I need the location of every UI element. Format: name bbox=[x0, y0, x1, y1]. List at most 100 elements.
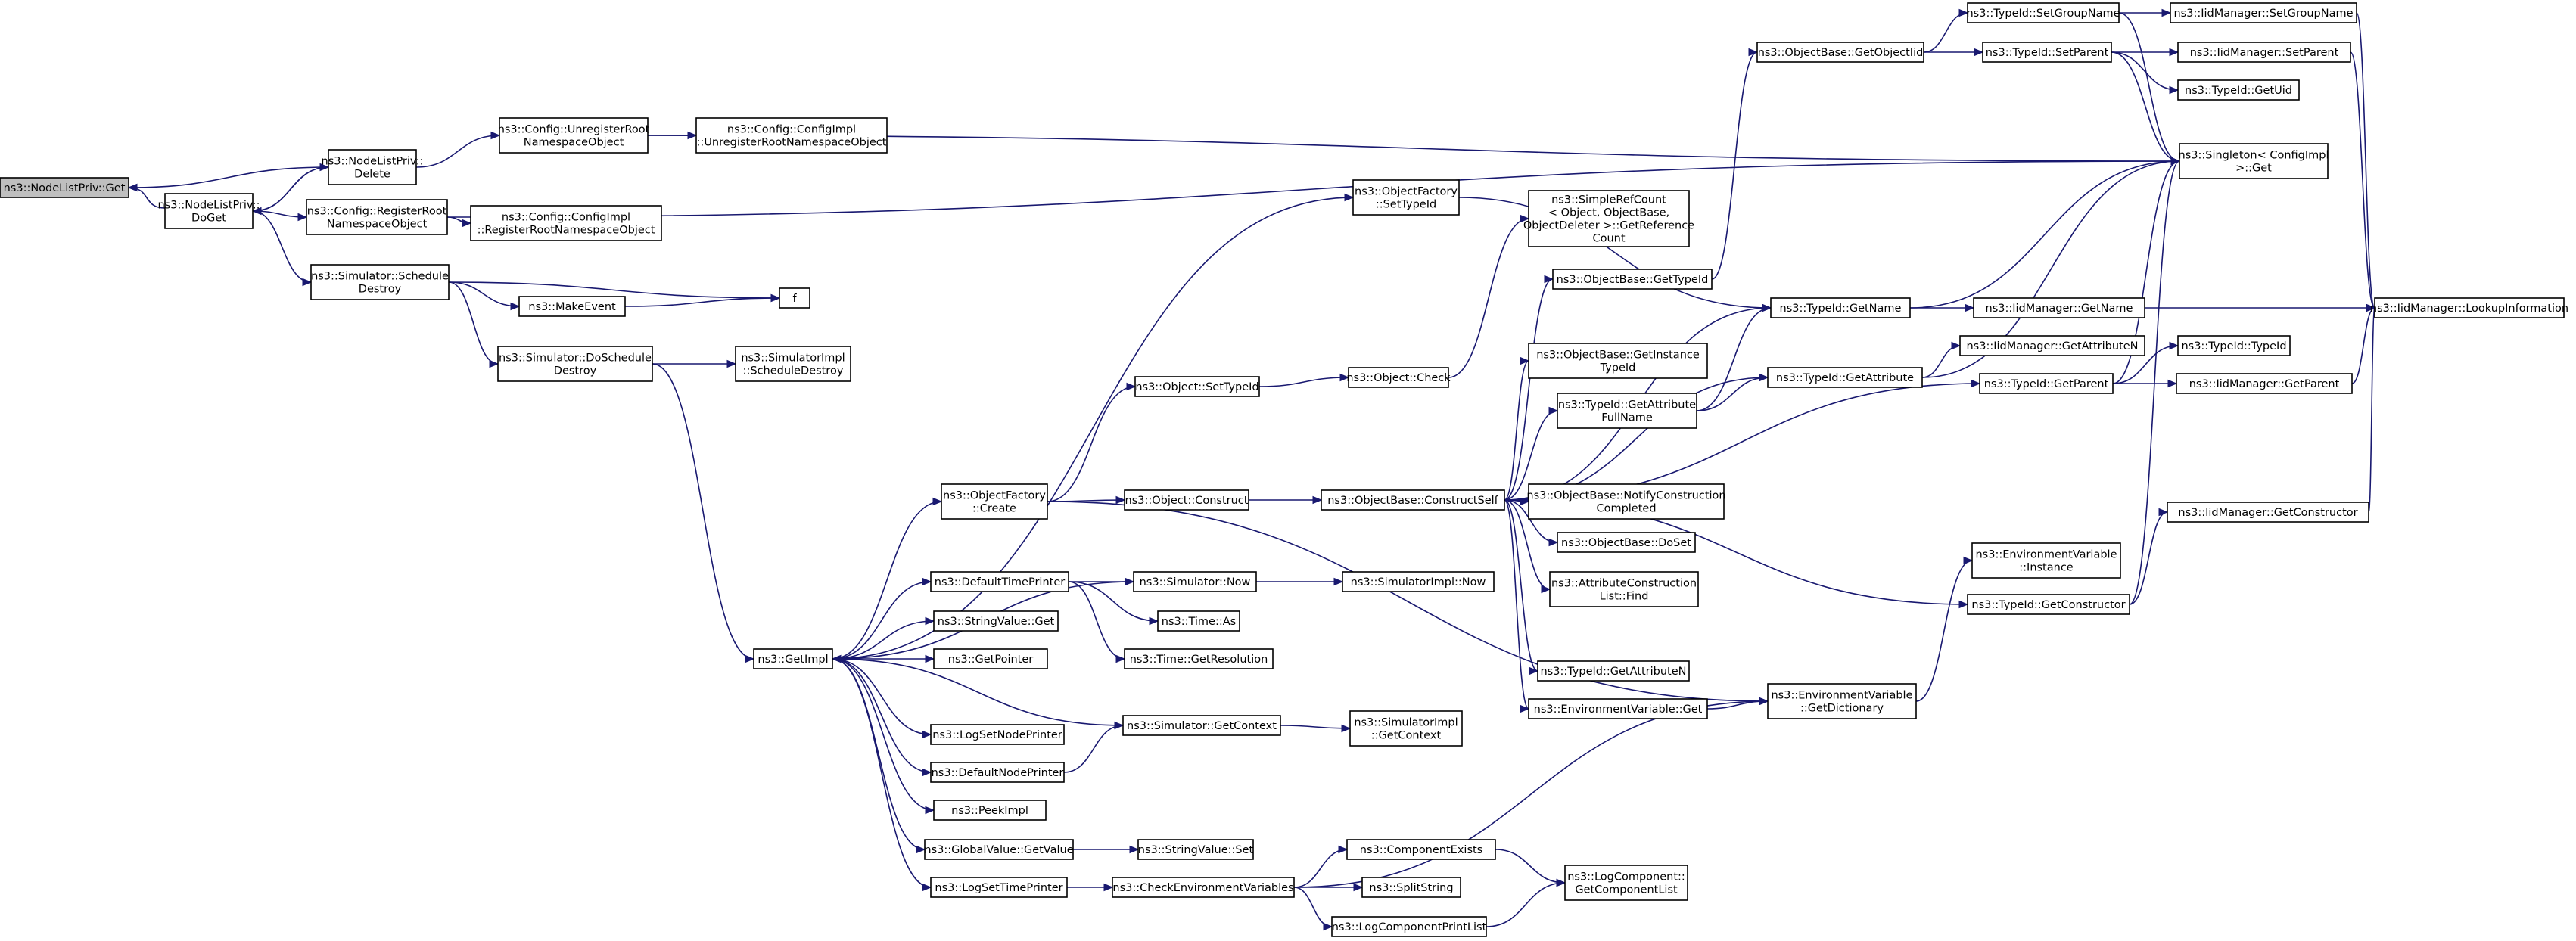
node-objconstruct[interactable]: ns3::Object::Construct bbox=[1124, 489, 1249, 511]
node-box-obnotify[interactable] bbox=[1528, 483, 1725, 520]
node-box-iidsetparent[interactable] bbox=[2177, 42, 2351, 63]
node-simnow[interactable]: ns3::Simulator::Now bbox=[1133, 571, 1257, 592]
node-obgettypeid[interactable]: ns3::ObjectBase::GetTypeId bbox=[1552, 269, 1713, 290]
node-box-implunreg[interactable] bbox=[695, 117, 888, 154]
node-simimplsched[interactable]: ns3::SimulatorImpl::ScheduleDestroy bbox=[735, 346, 851, 382]
node-box-strvalset[interactable] bbox=[1137, 839, 1254, 860]
node-box-ofsettypeid[interactable] bbox=[1352, 179, 1460, 216]
node-iidsetgroupname[interactable]: ns3::IidManager::SetGroupName bbox=[2170, 2, 2357, 23]
node-box-tigetuid[interactable] bbox=[2177, 79, 2300, 101]
node-simimplnow[interactable]: ns3::SimulatorImpl::Now bbox=[1342, 571, 1495, 592]
node-box-delete[interactable] bbox=[328, 149, 417, 185]
node-tigetuid[interactable]: ns3::TypeId::GetUid bbox=[2177, 79, 2300, 101]
node-box-regroot[interactable] bbox=[306, 199, 448, 235]
node-getpointer[interactable]: ns3::GetPointer bbox=[933, 648, 1048, 669]
node-box-tisetgroupname[interactable] bbox=[1967, 2, 2120, 23]
node-box-simimplnow[interactable] bbox=[1342, 571, 1495, 592]
node-box-obdoset[interactable] bbox=[1557, 532, 1696, 553]
node-box-logsetnodeprinter[interactable] bbox=[930, 724, 1065, 745]
node-box-getroot[interactable] bbox=[0, 177, 129, 198]
node-box-iidsetgroupname[interactable] bbox=[2170, 2, 2357, 23]
node-tigetattrn[interactable]: ns3::TypeId::GetAttributeN bbox=[1537, 660, 1690, 682]
node-box-doget[interactable] bbox=[164, 193, 254, 229]
node-box-envdict[interactable] bbox=[1767, 683, 1917, 719]
node-box-iidlookup[interactable] bbox=[2374, 297, 2565, 318]
node-box-getimpl[interactable] bbox=[753, 648, 833, 669]
node-tigetparent[interactable]: ns3::TypeId::GetParent bbox=[1979, 373, 2114, 394]
node-box-singleton[interactable] bbox=[2179, 143, 2329, 179]
node-box-obgettypeid[interactable] bbox=[1552, 269, 1713, 290]
node-iidgetconstructor[interactable]: ns3::IidManager::GetConstructor bbox=[2167, 502, 2369, 523]
node-tigetattr[interactable]: ns3::TypeId::GetAttribute bbox=[1767, 367, 1923, 388]
node-obdoset[interactable]: ns3::ObjectBase::DoSet bbox=[1557, 532, 1696, 553]
node-timeas[interactable]: ns3::Time::As bbox=[1157, 610, 1240, 632]
node-box-logcompprintlist[interactable] bbox=[1331, 916, 1487, 937]
node-box-simplerefcount[interactable] bbox=[1528, 190, 1690, 247]
node-timegetres[interactable]: ns3::Time::GetResolution bbox=[1124, 648, 1274, 669]
node-box-logsettimeprinter[interactable] bbox=[930, 877, 1068, 898]
node-box-iidgetconstructor[interactable] bbox=[2167, 502, 2369, 523]
node-box-doschedestroy[interactable] bbox=[497, 346, 653, 382]
node-box-tigetattr[interactable] bbox=[1767, 367, 1923, 388]
node-box-iidgetattrn[interactable] bbox=[1959, 335, 2145, 356]
node-box-deftimeprinter[interactable] bbox=[930, 571, 1069, 592]
node-box-strvalget[interactable] bbox=[933, 610, 1059, 632]
node-singleton[interactable]: ns3::Singleton< ConfigImpl >::Get bbox=[2179, 143, 2329, 179]
node-ofsettypeid[interactable]: ns3::ObjectFactory::SetTypeId bbox=[1352, 179, 1460, 216]
node-logcompgetlist[interactable]: ns3::LogComponent::GetComponentList bbox=[1564, 865, 1688, 901]
node-iidgetname[interactable]: ns3::IidManager::GetName bbox=[1973, 297, 2145, 318]
node-splitstring[interactable]: ns3::SplitString bbox=[1361, 877, 1461, 898]
node-box-unregroot[interactable] bbox=[499, 117, 649, 154]
node-box-iidgetparent[interactable] bbox=[2176, 373, 2353, 394]
node-box-simnow[interactable] bbox=[1133, 571, 1257, 592]
node-box-timeas[interactable] bbox=[1157, 610, 1240, 632]
node-peekimpl[interactable]: ns3::PeekImpl bbox=[933, 800, 1047, 821]
node-box-schedestroy[interactable] bbox=[310, 264, 450, 300]
node-gvgetvalue[interactable]: ns3::GlobalValue::GetValue bbox=[924, 839, 1074, 860]
node-box-makeevent[interactable] bbox=[518, 296, 626, 317]
node-box-tigetparent[interactable] bbox=[1979, 373, 2114, 394]
node-ofcreate[interactable]: ns3::ObjectFactory::Create bbox=[941, 483, 1048, 520]
node-defnodeprinter[interactable]: ns3::DefaultNodePrinter bbox=[930, 762, 1065, 783]
node-tigetconstructor[interactable]: ns3::TypeId::GetConstructor bbox=[1967, 594, 2130, 615]
node-box-acfind[interactable] bbox=[1549, 571, 1699, 607]
node-logcompprintlist[interactable]: ns3::LogComponentPrintList bbox=[1331, 916, 1487, 937]
node-logsetnodeprinter[interactable]: ns3::LogSetNodePrinter bbox=[930, 724, 1065, 745]
node-getroot[interactable]: ns3::NodeListPriv::Get bbox=[0, 177, 129, 198]
node-box-tigetattrfull[interactable] bbox=[1557, 393, 1697, 429]
node-box-tigetattrn[interactable] bbox=[1537, 660, 1690, 682]
node-box-obgetinstance[interactable] bbox=[1528, 343, 1708, 379]
node-box-simimplsched[interactable] bbox=[735, 346, 851, 382]
node-tigetname[interactable]: ns3::TypeId::GetName bbox=[1770, 297, 1911, 318]
node-f[interactable]: f bbox=[779, 287, 810, 309]
node-box-ofcreate[interactable] bbox=[941, 483, 1048, 520]
node-box-getpointer[interactable] bbox=[933, 648, 1048, 669]
node-envget[interactable]: ns3::EnvironmentVariable::Get bbox=[1528, 698, 1708, 719]
node-makeevent[interactable]: ns3::MakeEvent bbox=[518, 296, 626, 317]
node-implreg[interactable]: ns3::Config::ConfigImpl::RegisterRootNam… bbox=[470, 205, 662, 241]
node-box-objconstruct[interactable] bbox=[1124, 489, 1249, 511]
node-box-logcompgetlist[interactable] bbox=[1564, 865, 1688, 901]
node-getimpl[interactable]: ns3::GetImpl bbox=[753, 648, 833, 669]
node-box-simgetcontext[interactable] bbox=[1122, 715, 1281, 736]
node-iidsetparent[interactable]: ns3::IidManager::SetParent bbox=[2177, 42, 2351, 63]
node-iidgetparent[interactable]: ns3::IidManager::GetParent bbox=[2176, 373, 2353, 394]
node-box-gvgetvalue[interactable] bbox=[924, 839, 1074, 860]
node-constructself[interactable]: ns3::ObjectBase::ConstructSelf bbox=[1321, 489, 1505, 511]
node-box-peekimpl[interactable] bbox=[933, 800, 1047, 821]
node-box-envinstance[interactable] bbox=[1971, 542, 2121, 579]
node-box-envget[interactable] bbox=[1528, 698, 1708, 719]
node-simimplgetcontext[interactable]: ns3::SimulatorImpl::GetContext bbox=[1349, 710, 1463, 747]
node-logsettimeprinter[interactable]: ns3::LogSetTimePrinter bbox=[930, 877, 1068, 898]
node-deftimeprinter[interactable]: ns3::DefaultTimePrinter bbox=[930, 571, 1069, 592]
node-box-titypeid[interactable] bbox=[2177, 335, 2291, 356]
node-tisetparent[interactable]: ns3::TypeId::SetParent bbox=[1982, 42, 2112, 63]
node-objcheck[interactable]: ns3::Object::Check bbox=[1346, 367, 1451, 388]
node-unregroot[interactable]: ns3::Config::UnregisterRootNamespaceObje… bbox=[498, 117, 650, 154]
node-obnotify[interactable]: ns3::ObjectBase::NotifyConstructionCompl… bbox=[1526, 483, 1726, 520]
node-compexists[interactable]: ns3::ComponentExists bbox=[1346, 839, 1496, 860]
node-iidlookup[interactable]: ns3::IidManager::LookupInformation bbox=[2370, 297, 2568, 318]
